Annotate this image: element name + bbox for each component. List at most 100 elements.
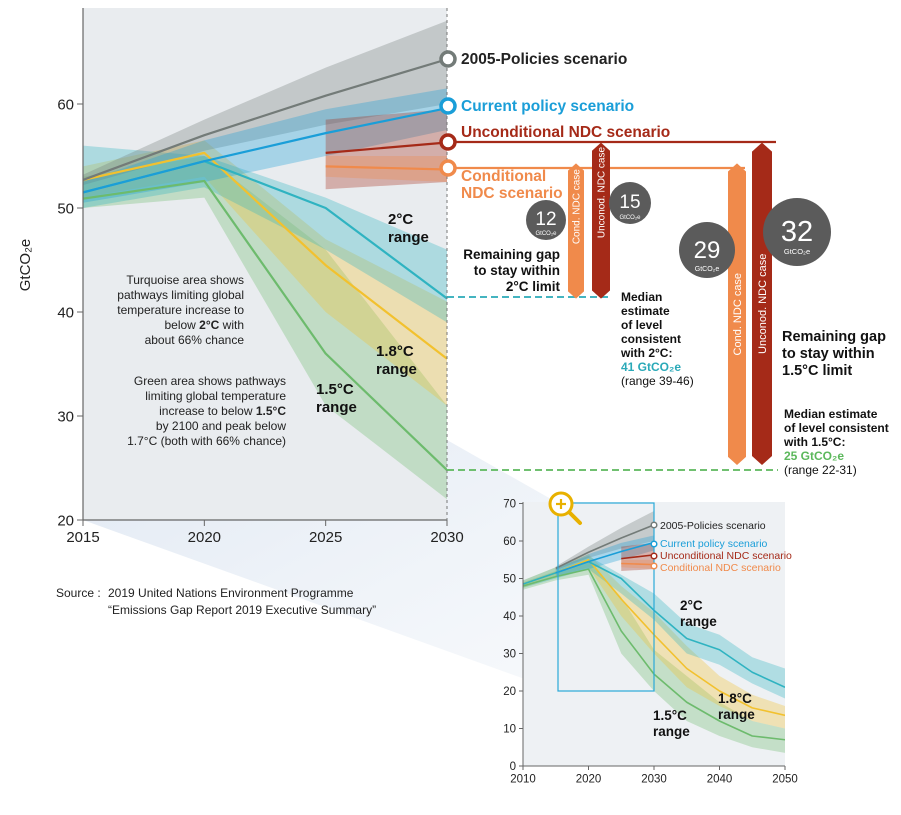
inset-y-tick-label: 30 <box>503 649 516 661</box>
svg-text:Median estimate: Median estimate <box>784 407 878 421</box>
turq-note-line4: below 2°C with <box>164 318 244 332</box>
main-band-2005-policies-scenario <box>83 20 447 186</box>
main-y-tick-label: 60 <box>57 96 74 113</box>
label-2c-range-2: range <box>388 229 429 246</box>
gap-bar-uncond-2c-label: Unconod. NDC case <box>597 147 608 239</box>
svg-text:of level: of level <box>621 318 662 332</box>
inset-x-tick-label: 2030 <box>641 774 667 786</box>
svg-text:of level consistent: of level consistent <box>784 421 889 435</box>
bubble-15: 15 GtCO₂e <box>609 182 651 224</box>
main-x-tick-label: 2020 <box>188 529 221 546</box>
label-policies2005: 2005-Policies scenario <box>461 51 627 68</box>
main-y-tick-label: 40 <box>57 304 74 321</box>
main-line-unconditional-ndc-scenario <box>325 141 447 154</box>
bubble-12: 12 GtCO₂e <box>526 200 566 240</box>
turq-note-line3: temperature increase to <box>117 303 244 317</box>
inset-policies2005-marker <box>650 521 658 529</box>
main-y-axis-label: GtCO₂e <box>17 239 34 292</box>
inset-zoom-window <box>557 502 655 692</box>
cond-end-marker <box>439 159 457 177</box>
label-2c-range-1: 2°C <box>388 211 413 228</box>
turq-note-line5: about 66% chance <box>145 333 245 347</box>
main-x-tick-label: 2025 <box>309 529 342 546</box>
label-uncond: Unconditional NDC scenario <box>461 124 670 141</box>
gap-bar-cond-15c-label: Cond. NDC case <box>732 273 744 356</box>
inset-uncond-marker <box>650 552 658 560</box>
turquoise-note: Turquoise area shows pathways limiting g… <box>117 273 244 347</box>
inset-label-2c-2: range <box>680 614 717 629</box>
inset-cond-marker <box>650 562 658 570</box>
main-y-tick-label: 20 <box>57 512 74 529</box>
main-band-current-policy-scenario <box>83 88 447 203</box>
svg-text:1.5°C limit: 1.5°C limit <box>782 363 852 379</box>
svg-text:“Emissions Gap Report 2019 Ex: “Emissions Gap Report 2019 Executive Sum… <box>108 603 376 617</box>
inset-y-tick-label: 10 <box>503 724 516 736</box>
main-y-tick-label: 50 <box>57 200 74 217</box>
svg-text:29: 29 <box>694 237 721 264</box>
gap-2c-label: Remaining gap to stay within 2°C limit <box>463 247 560 294</box>
svg-text:GtCO₂e: GtCO₂e <box>536 231 558 237</box>
uncond-end-marker <box>439 133 457 151</box>
green-note-line2: limiting global temperature <box>145 389 286 403</box>
turq-note-line2: pathways limiting global <box>117 288 244 302</box>
svg-text:2°C limit: 2°C limit <box>506 279 561 294</box>
svg-text:2019 United Nations Environmen: 2019 United Nations Environment Programm… <box>108 586 354 600</box>
inset-current-marker <box>650 540 658 548</box>
svg-text:25 GtCO₂e: 25 GtCO₂e <box>784 449 844 463</box>
bubble-32: 32 GtCO₂e <box>763 198 831 266</box>
svg-text:GtCO₂e: GtCO₂e <box>695 266 720 273</box>
main-band-1-5-c-range <box>83 156 447 500</box>
inset-legend-cond: Conditional NDC scenario <box>660 562 781 574</box>
gap-bar-uncond-15c-label: Unconod. NDC case <box>757 254 769 354</box>
median-15c-note: Median estimate of level consistent with… <box>783 407 889 477</box>
svg-text:12: 12 <box>535 209 556 230</box>
green-note-line5: 1.7°C (both with 66% chance) <box>127 434 286 448</box>
gap-bar-cond-2c <box>568 163 584 299</box>
inset-line-unconditional-ndc-scenario <box>621 554 655 560</box>
inset-band-2-c-range <box>523 556 785 699</box>
svg-text:Remaining gap: Remaining gap <box>463 247 560 262</box>
main-line-conditional-ndc-scenario <box>325 165 447 171</box>
svg-text:consistent: consistent <box>621 332 681 346</box>
inset-y-tick-label: 50 <box>503 574 516 586</box>
inset-legend-policies2005: 2005-Policies scenario <box>660 520 766 532</box>
green-note-line1: Green area shows pathways <box>134 374 286 388</box>
gap-bar-uncond-2c <box>592 142 610 299</box>
inset-line-2005-policies-scenario <box>555 524 655 570</box>
svg-text:estimate: estimate <box>621 304 670 318</box>
main-x-tick-label: 2015 <box>66 529 99 546</box>
svg-text:to stay within: to stay within <box>474 263 560 278</box>
label-current: Current policy scenario <box>461 98 634 115</box>
svg-text:Source :: Source : <box>56 586 101 600</box>
label-cond-line2: NDC scenario <box>461 185 563 202</box>
svg-text:32: 32 <box>781 216 813 248</box>
inset-x-tick-label: 2020 <box>576 774 602 786</box>
svg-text:Remaining gap: Remaining gap <box>782 329 886 345</box>
green-note-line4: by 2100 and peak below <box>156 419 286 433</box>
svg-text:15: 15 <box>619 192 640 213</box>
svg-text:GtCO₂e: GtCO₂e <box>784 247 810 256</box>
main-plot-background <box>83 8 447 520</box>
current-end-marker <box>439 97 457 115</box>
inset-y-tick-label: 20 <box>503 686 516 698</box>
inset-y-tick-label: 40 <box>503 611 516 623</box>
label-18c-range-2: range <box>376 361 417 378</box>
inset-legend-uncond: Unconditional NDC scenario <box>660 550 792 562</box>
main-y-tick-label: 30 <box>57 408 74 425</box>
svg-text:(range 22-31): (range 22-31) <box>784 463 857 477</box>
main-line-2005-policies-scenario <box>83 58 447 181</box>
main-x-tick-label: 2030 <box>430 529 463 546</box>
source-note: Source : 2019 United Nations Environment… <box>56 586 376 617</box>
inset-x-tick-label: 2010 <box>510 774 536 786</box>
inset-y-tick-label: 60 <box>503 536 516 548</box>
inset-y-tick-label: 0 <box>510 761 516 773</box>
gap-bar-cond-2c-label: Cond. NDC case <box>572 169 583 244</box>
green-note: Green area shows pathways limiting globa… <box>127 374 286 448</box>
svg-text:Median: Median <box>621 290 662 304</box>
main-band-2-c-range <box>83 145 447 323</box>
inset-line-conditional-ndc-scenario <box>621 562 655 566</box>
policies2005-end-marker <box>439 50 457 68</box>
inset-label-18c-2: range <box>718 707 755 722</box>
